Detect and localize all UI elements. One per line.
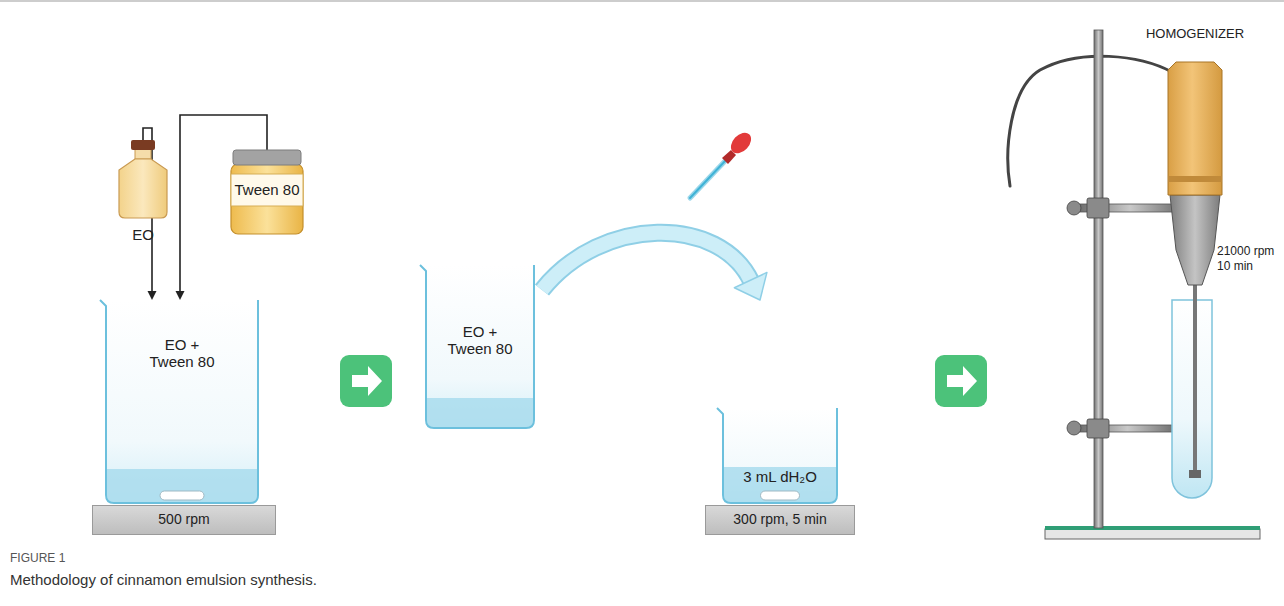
step-arrow	[935, 355, 987, 407]
homogenizer	[1094, 30, 1103, 528]
step-arrow	[935, 355, 987, 407]
beaker-outline	[160, 491, 204, 500]
arrow-head	[176, 291, 185, 300]
setting-label: 21000 rpm 10 min	[1217, 244, 1279, 274]
stir-plate-outline	[93, 506, 276, 535]
beaker-outline	[100, 300, 258, 503]
node-text: EO	[132, 226, 154, 243]
homogenizer	[1087, 419, 1109, 438]
node-text: 500 rpm	[158, 511, 209, 528]
homogenizer	[1008, 56, 1172, 186]
bottle: EO	[115, 140, 171, 246]
bottle-outline	[119, 159, 167, 218]
curved-arrow	[542, 233, 751, 290]
homogenizer	[1170, 195, 1220, 285]
figure-number: FIGURE 1	[10, 551, 65, 566]
step-arrow	[340, 355, 392, 407]
caption: Methodology of cinnamon emulsion synthes…	[10, 571, 317, 589]
pipette	[690, 160, 726, 198]
homogenizer	[1172, 300, 1212, 498]
bottle-outline	[233, 150, 301, 165]
beaker-outline	[98, 300, 266, 505]
arrow-head	[734, 272, 767, 300]
node-text: EO + Tween 80	[144, 336, 220, 370]
beaker-outline	[100, 300, 258, 503]
stir-plate-outline	[706, 506, 855, 535]
homogenizer	[1168, 62, 1222, 195]
beaker-outline	[724, 467, 836, 502]
frame-line	[0, 0, 1284, 2]
pipette	[727, 129, 755, 157]
arrow-head	[148, 291, 157, 300]
bottle-outline	[231, 174, 303, 206]
node-text: 3 mL dH₂O	[743, 468, 817, 485]
homogenizer	[1067, 421, 1081, 435]
connector	[542, 233, 767, 300]
bottle-outline	[231, 164, 303, 234]
beaker-outline	[420, 265, 534, 428]
beaker-outline	[717, 408, 837, 503]
bottle: Tween 80	[228, 150, 306, 235]
beaker-outline	[717, 408, 837, 503]
pipette	[690, 160, 726, 198]
homogenizer	[1067, 201, 1081, 215]
homogenizer	[1008, 30, 1260, 539]
beaker: EO + Tween 80	[98, 300, 266, 505]
homogenizer	[1045, 526, 1260, 530]
beaker-outline	[420, 265, 534, 428]
beaker-outline	[761, 491, 800, 500]
curved-arrow	[542, 233, 751, 290]
bottle-outline	[135, 149, 151, 159]
node-text: EO + Tween 80	[442, 323, 518, 357]
step-arrow	[340, 355, 392, 407]
bottle-outline	[131, 140, 155, 150]
beaker-outline	[107, 469, 257, 502]
node-text: Tween 80	[234, 181, 299, 198]
stir-plate: 500 rpm	[92, 505, 276, 535]
homogenizer	[1168, 176, 1222, 182]
stir-plate: 300 rpm, 5 min	[705, 505, 855, 535]
pipette	[690, 129, 755, 198]
step-arrow	[352, 366, 382, 396]
beaker-outline	[427, 398, 533, 427]
homogenizer	[1087, 198, 1109, 218]
homogenizer	[1193, 283, 1197, 475]
beaker: 3 mL dH₂O	[715, 300, 845, 505]
beaker: EO + Tween 80	[418, 265, 542, 430]
step-arrow	[947, 366, 977, 396]
node-text: 300 rpm, 5 min	[733, 511, 826, 528]
device-label: HOMOGENIZER	[1145, 26, 1245, 42]
homogenizer	[1045, 529, 1260, 539]
homogenizer	[1189, 470, 1201, 478]
